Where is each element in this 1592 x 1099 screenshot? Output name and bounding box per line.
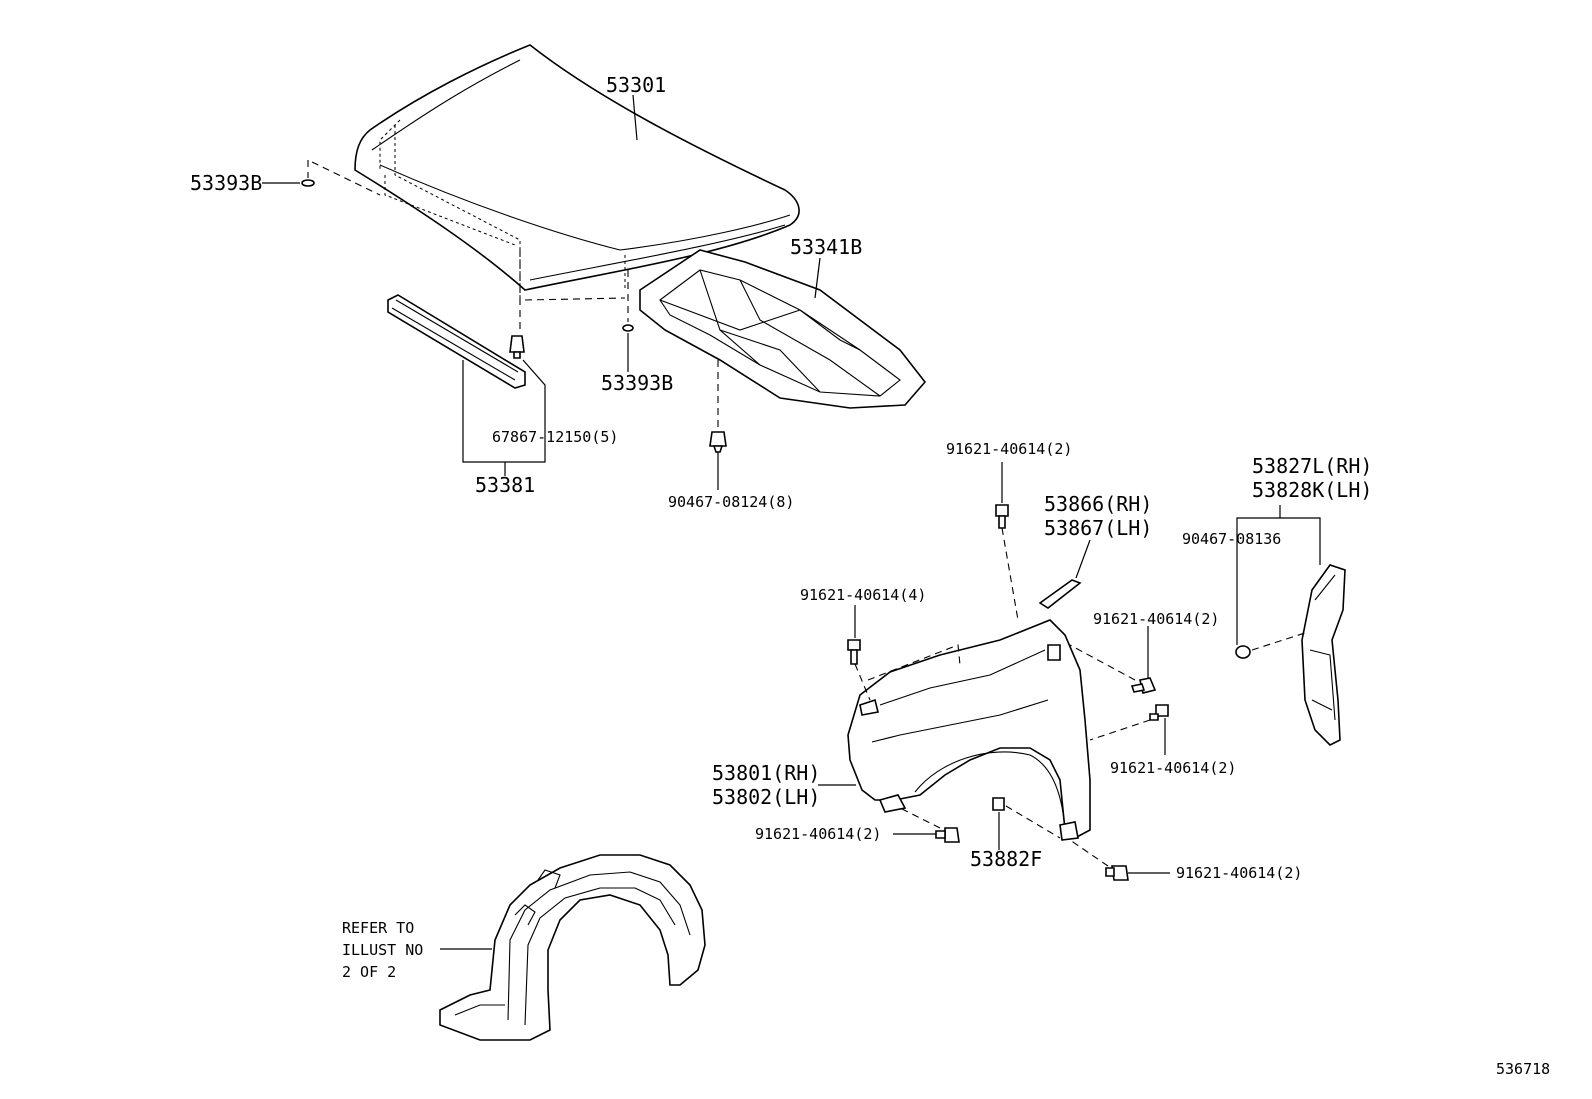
seal-clip-label: 67867-12150(5) <box>492 428 618 446</box>
fender-seal-rh-label: 53866(RH) <box>1044 492 1152 516</box>
refer-note-line-1: REFER TO <box>342 919 414 937</box>
hood-cushion-left-label: 53393B <box>190 171 262 195</box>
hood-panel[interactable] <box>354 44 800 300</box>
bolt-right-lower-label: 91621-40614(2) <box>1110 759 1236 777</box>
refer-note-line-2: ILLUST NO <box>342 941 423 959</box>
insulator-clip-label: 90467-08124(8) <box>668 493 794 511</box>
bolt-bottom-left-label: 91621-40614(2) <box>755 825 881 843</box>
hood-cushion-left[interactable] <box>301 160 381 196</box>
fender-bracket[interactable] <box>992 797 1061 839</box>
hood-insulator[interactable] <box>639 249 927 409</box>
fender-liner[interactable] <box>1301 564 1346 746</box>
liner-lh-label: 53828K(LH) <box>1252 478 1372 502</box>
hood-seal-label: 53381 <box>475 473 535 497</box>
hood-cushion-bottom[interactable] <box>622 270 634 332</box>
fender-seal[interactable] <box>1038 579 1082 609</box>
refer-note-line-3: 2 OF 2 <box>342 963 396 981</box>
liner-clip[interactable] <box>1235 631 1309 659</box>
fender-rh-label: 53801(RH) <box>712 761 820 785</box>
bolt-left[interactable] <box>847 639 871 701</box>
bolt-bottom-left[interactable] <box>899 807 960 843</box>
fender-bracket-label: 53882F <box>970 847 1042 871</box>
bolt-right-upper[interactable] <box>1069 644 1157 694</box>
inner-fender-liner[interactable] <box>439 854 706 1041</box>
front-fender[interactable] <box>847 619 1091 841</box>
fender-seal-lh-label: 53867(LH) <box>1044 516 1152 540</box>
bolt-bottom-right[interactable] <box>1069 839 1129 881</box>
liner-clip-label: 90467-08136 <box>1182 530 1281 548</box>
hood-cushion-bottom-label: 53393B <box>601 371 673 395</box>
seal-clip[interactable] <box>509 335 525 359</box>
liner-rh-label: 53827L(RH) <box>1252 454 1372 478</box>
hood-insulator-label: 53341B <box>790 235 862 259</box>
bolt-right-lower[interactable] <box>1089 704 1169 741</box>
bolt-right-upper-label: 91621-40614(2) <box>1093 610 1219 628</box>
bolt-bottom-right-label: 91621-40614(2) <box>1176 864 1302 882</box>
insulator-clip[interactable] <box>709 360 727 453</box>
bolt-top[interactable] <box>995 504 1019 621</box>
hood-label: 53301 <box>606 73 666 97</box>
fender-lh-label: 53802(LH) <box>712 785 820 809</box>
bolt-left-label: 91621-40614(4) <box>800 586 926 604</box>
illustration-number: 536718 <box>1496 1060 1550 1078</box>
hood-seal[interactable] <box>387 294 526 389</box>
bolt-top-label: 91621-40614(2) <box>946 440 1072 458</box>
